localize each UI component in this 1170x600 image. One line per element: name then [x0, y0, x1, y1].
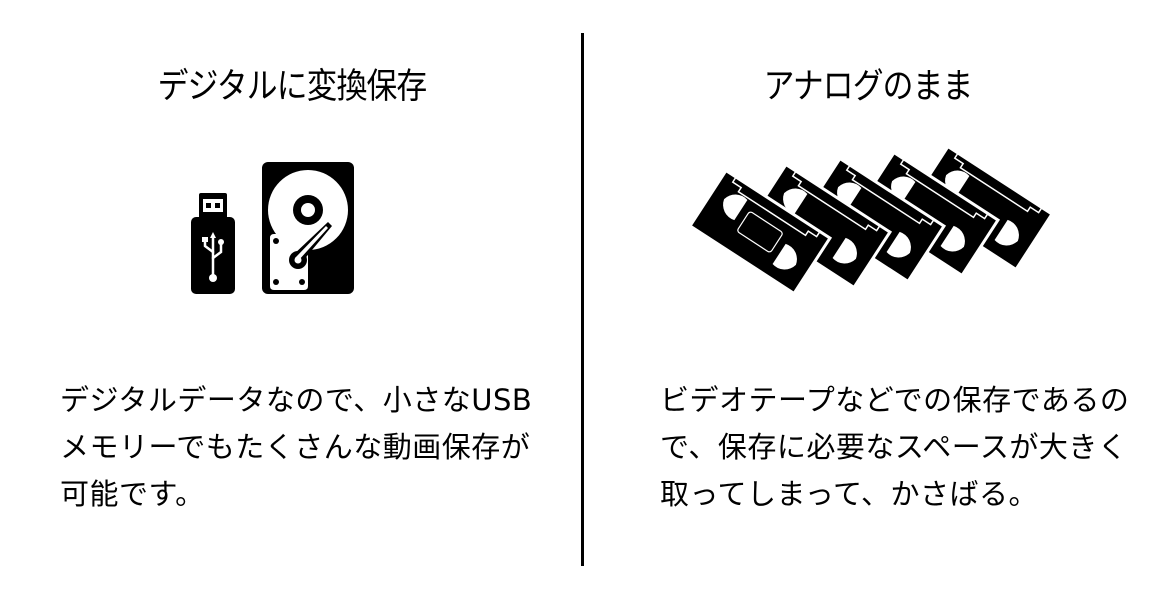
center-divider: [581, 33, 584, 566]
hard-disk-drive-icon: [262, 162, 354, 294]
analog-description: ビデオテープなどでの保存であるの で、保存に必要なスペースが大きく 取ってしまっ…: [660, 377, 1130, 518]
description-line: ビデオテープなどでの保存であるの: [660, 383, 1130, 417]
description-line: 可能です。: [60, 477, 205, 511]
vhs-tape-stack-icon: [688, 148, 1051, 295]
usb-flash-drive-icon: [191, 193, 235, 294]
digital-description: デジタルデータなので、小さなUSB メモリーでもたくさんな動画保存が 可能です。: [60, 377, 533, 518]
description-line: 取ってしまって、かさばる。: [660, 477, 1038, 511]
description-line: メモリーでもたくさんな動画保存が: [60, 430, 531, 464]
analog-title: アナログのまま: [763, 67, 974, 107]
description-line: デジタルデータなので、小さなUSB: [60, 383, 533, 417]
digital-title: デジタルに変換保存: [157, 67, 428, 107]
description-line: で、保存に必要なスペースが大きく: [660, 430, 1128, 464]
